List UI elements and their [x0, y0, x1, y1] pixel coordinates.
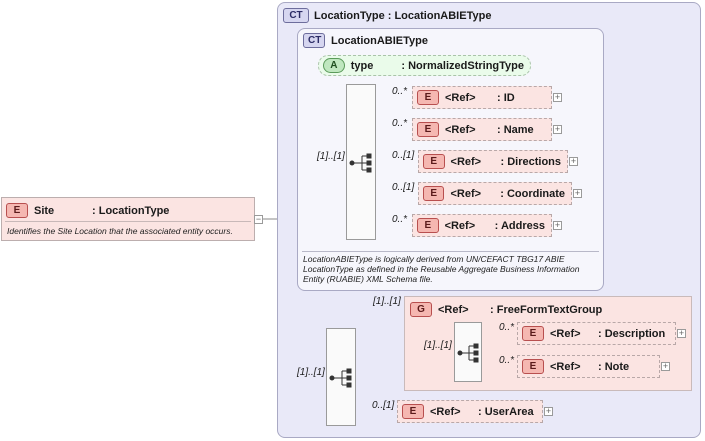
element-ref: <Ref>	[430, 405, 461, 418]
element-badge: E	[6, 203, 28, 218]
address-element[interactable]: E <Ref> : Address	[412, 214, 552, 237]
attribute-badge: A	[323, 58, 345, 73]
sequence-icon	[329, 368, 352, 388]
sequence-compositor[interactable]	[454, 322, 482, 382]
group-ref: <Ref>	[438, 303, 469, 316]
element-cardinality: 0..[1]	[392, 150, 415, 161]
element-ref: <Ref>	[445, 123, 476, 136]
id-element[interactable]: E <Ref> : ID	[412, 86, 552, 109]
element-name: : Directions	[500, 155, 561, 168]
expand-icon[interactable]: +	[553, 124, 562, 134]
doc-line: LocationType as defined in the Reusable …	[303, 264, 580, 274]
element-badge: E	[423, 154, 445, 169]
group-cardinality: [1]..[1]	[373, 296, 401, 307]
sequence-icon	[349, 153, 372, 173]
site-element[interactable]: E Site : LocationType Identifies the Sit…	[1, 197, 255, 241]
element-ref: <Ref>	[450, 187, 482, 200]
group-name: : FreeFormTextGroup	[490, 303, 603, 316]
site-type: : LocationType	[92, 204, 170, 217]
element-name: : ID	[497, 91, 515, 104]
element-name: : Description	[598, 327, 666, 340]
sequence-cardinality: [1]..[1]	[297, 367, 325, 378]
element-name: : Coordinate	[500, 187, 565, 200]
element-badge: E	[417, 122, 439, 137]
sequence-cardinality: [1]..[1]	[317, 151, 345, 162]
group-badge: G	[410, 302, 432, 317]
type-attribute[interactable]: A type : NormalizedStringType	[318, 55, 531, 76]
doc-line: Entity (RUABIE) XML Schema file.	[303, 274, 433, 284]
sequence-compositor[interactable]	[326, 328, 356, 426]
element-name: : Name	[497, 123, 534, 136]
element-ref: <Ref>	[444, 219, 476, 232]
element-name: : Note	[598, 360, 630, 373]
expand-icon[interactable]: +	[544, 406, 553, 416]
element-cardinality: 0..*	[499, 355, 515, 366]
element-badge: E	[417, 90, 439, 105]
name-element[interactable]: E <Ref> : Name	[412, 118, 552, 141]
sequence-cardinality: [1]..[1]	[424, 340, 452, 351]
element-ref: <Ref>	[450, 155, 482, 168]
element-cardinality: 0..*	[392, 214, 408, 225]
attribute-name: type	[350, 59, 374, 72]
collapse-icon[interactable]: −	[254, 214, 263, 224]
element-cardinality: 0..*	[392, 86, 408, 97]
directions-element[interactable]: E <Ref> : Directions	[418, 150, 568, 173]
element-name: : Address	[494, 219, 545, 232]
element-badge: E	[522, 326, 544, 341]
element-name: : UserArea	[478, 405, 534, 418]
expand-icon[interactable]: +	[573, 188, 582, 198]
element-cardinality: 0..[1]	[392, 182, 415, 193]
description-element[interactable]: E <Ref> : Description	[517, 322, 676, 345]
sequence-icon	[457, 343, 479, 363]
element-cardinality: 0..*	[392, 118, 408, 129]
coordinate-element[interactable]: E <Ref> : Coordinate	[418, 182, 572, 205]
element-ref: <Ref>	[550, 360, 581, 373]
element-badge: E	[402, 404, 424, 419]
expand-icon[interactable]: +	[569, 156, 578, 166]
element-cardinality: 0..[1]	[372, 400, 395, 411]
sequence-compositor[interactable]	[346, 84, 376, 240]
complex-type-badge: CT	[303, 33, 325, 48]
doc-line: LocationABIEType is logically derived fr…	[303, 254, 565, 264]
expand-icon[interactable]: +	[553, 92, 562, 102]
expand-icon[interactable]: +	[677, 328, 686, 338]
site-name: Site	[34, 204, 55, 217]
expand-icon[interactable]: +	[661, 361, 670, 371]
user-area-element[interactable]: E <Ref> : UserArea	[397, 400, 543, 423]
note-element[interactable]: E <Ref> : Note	[517, 355, 660, 378]
element-badge: E	[423, 186, 445, 201]
element-badge: E	[522, 359, 544, 374]
location-abie-type-documentation: LocationABIEType is logically derived fr…	[303, 254, 579, 284]
location-type-title: LocationType : LocationABIEType	[314, 9, 492, 22]
element-cardinality: 0..*	[499, 322, 515, 333]
site-documentation: Identifies the Site Location that the as…	[7, 226, 233, 236]
expand-icon[interactable]: +	[553, 220, 562, 230]
element-ref: <Ref>	[550, 327, 581, 340]
attribute-type: : NormalizedStringType	[401, 59, 524, 72]
element-badge: E	[417, 218, 439, 233]
location-abie-type-title: LocationABIEType	[331, 34, 428, 47]
complex-type-badge: CT	[283, 8, 309, 23]
element-ref: <Ref>	[445, 91, 476, 104]
